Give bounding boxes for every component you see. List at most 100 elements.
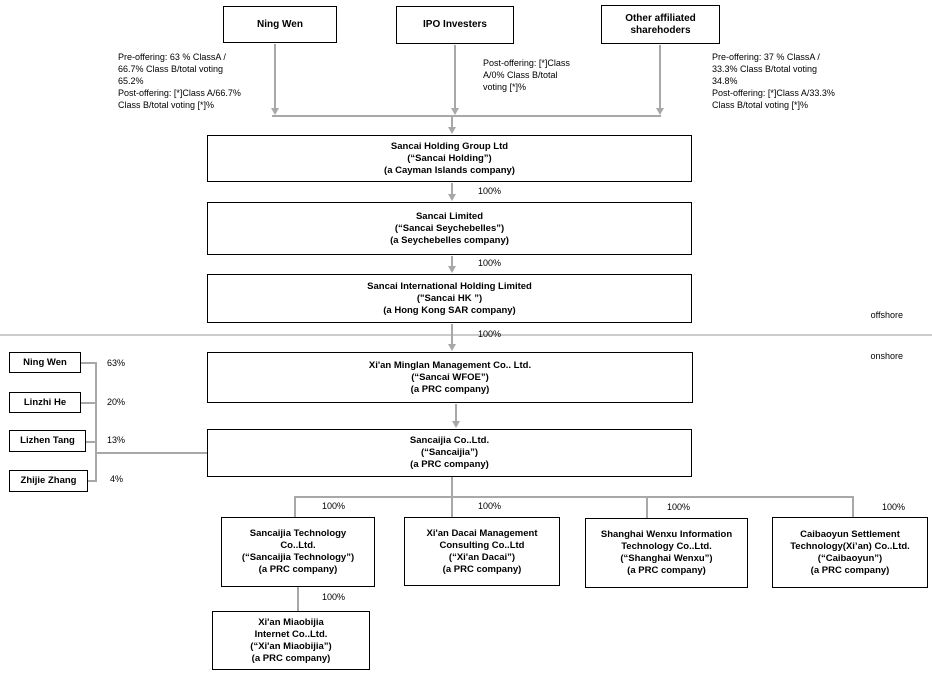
ownership-label: 100% (478, 329, 502, 339)
ownership-label: 100% (478, 501, 502, 511)
shareholder-name: Linzhi He (23, 396, 67, 408)
arrow-down-icon (452, 421, 460, 428)
company-alias: (“Shanghai Wenxu”) (620, 553, 713, 564)
divider-offshore-onshore (0, 334, 932, 336)
arrow-down-icon (448, 127, 456, 134)
ownership-label: 100% (478, 258, 502, 268)
shareholder-name: Lizhen Tang (20, 435, 75, 446)
company-jurisdiction: (a PRC company) (251, 652, 331, 664)
company-alias: (“Sancai Holding”) (407, 152, 492, 164)
label-onshore: onshore (870, 351, 903, 361)
company-jurisdiction: (a PRC company) (258, 564, 338, 575)
connector-linzhi-he-stub (81, 402, 96, 404)
connector-drop-wenxu (646, 496, 648, 518)
box-label: IPO Investers (423, 19, 487, 30)
connector-subsidiaries-bus (294, 496, 854, 498)
company-name: Technology(Xi’an) Co..Ltd. (790, 540, 910, 552)
company-name: Xi'an Miaobijia (258, 616, 324, 628)
connector-ipo-down (454, 45, 456, 109)
company-alias: (“Caibaoyun”) (817, 552, 883, 564)
company-name: Technology Co..Ltd. (621, 541, 712, 552)
box-ipo-investors: IPO Investers (396, 6, 514, 44)
note-line: 33.3% Class B/total voting (712, 64, 818, 74)
box-sancai-holding: Sancai Holding Group Ltd (“Sancai Holdin… (207, 135, 692, 182)
connector-shareholders-bus (95, 362, 97, 482)
company-alias: (“Sancai Seychebelles”) (394, 222, 505, 234)
connector-other-down (659, 45, 661, 109)
arrow-down-icon (448, 344, 456, 351)
connector-into-holding (451, 117, 453, 128)
box-sancai-hk: Sancai International Holding Limited ("S… (207, 274, 692, 323)
note-line: voting [*]% (483, 82, 527, 92)
connector-ning-wen-down (274, 44, 276, 109)
box-sancaijia-technology: Sancaijia Technology Co..Ltd. (“Sancaiji… (221, 517, 375, 587)
box-sancai-wfoe: Xi'an Minglan Management Co.. Ltd. (“San… (207, 352, 693, 403)
ownership-label: 100% (322, 592, 346, 602)
box-shareholder-zhijie-zhang: Zhijie Zhang (9, 470, 88, 492)
connector-drop-technology (294, 496, 296, 517)
box-label-line: Other affiliated (625, 12, 696, 24)
connector-drop-caibaoyun (852, 496, 854, 517)
connector-hk-to-wfoe (451, 324, 453, 344)
connector-wfoe-to-sancaijia (455, 404, 457, 421)
note-line: A/0% Class B/total (483, 70, 558, 80)
note-ipo-ownership: Post-offering: [*]Class A/0% Class B/tot… (483, 57, 570, 93)
box-shareholder-ning-wen: Ning Wen (9, 352, 81, 373)
ownership-label: 4% (110, 474, 124, 484)
box-shareholder-lizhen-tang: Lizhen Tang (9, 430, 86, 452)
note-line: Post-offering: [*]Class A/66.7% (118, 88, 241, 98)
box-label: Ning Wen (257, 18, 303, 30)
company-name: Xi'an Dacai Management (426, 527, 538, 539)
connector-holding-to-limited (451, 183, 453, 194)
shareholder-name: Ning Wen (23, 356, 67, 368)
connector-zhijie-zhang-stub (88, 480, 96, 482)
label-offshore: offshore (870, 310, 903, 320)
company-jurisdiction: (a PRC company) (810, 564, 890, 576)
company-alias: (“Xi'an Miaobijia”) (250, 640, 332, 652)
connector-top-collector (272, 115, 661, 117)
company-alias: (“Sancai WFOE”) (411, 371, 489, 383)
ownership-label: 100% (478, 186, 502, 196)
ownership-label: 63% (107, 358, 126, 368)
connector-limited-to-hk (451, 256, 453, 266)
company-alias: (“Sancaijia Technology”) (241, 552, 355, 563)
box-label-line: sharehoders (630, 24, 691, 36)
box-other-affiliated-shareholders: Other affiliated sharehoders (601, 5, 720, 44)
company-jurisdiction: (a PRC company) (410, 383, 490, 395)
note-ning-wen-ownership: Pre-offering: 63 % ClassA / 66.7% Class … (118, 51, 241, 111)
note-line: Post-offering: [*]Class (483, 58, 570, 68)
ownership-label: 100% (322, 501, 346, 511)
connector-shareholders-to-sancaijia (95, 452, 207, 454)
arrow-down-icon (448, 266, 456, 273)
box-caibaoyun: Caibaoyun Settlement Technology(Xi’an) C… (772, 517, 928, 588)
note-line: Class B/total voting [*]% (118, 100, 215, 110)
arrow-down-icon (448, 194, 456, 201)
company-jurisdiction: (a PRC company) (410, 459, 489, 470)
box-xian-dacai: Xi'an Dacai Management Consulting Co..Lt… (404, 517, 560, 586)
note-line: 34.8% (712, 76, 738, 86)
company-name: Sancai Limited (415, 210, 484, 222)
company-jurisdiction: (a PRC company) (442, 563, 522, 575)
ownership-label: 13% (107, 435, 126, 445)
arrow-down-icon (656, 108, 664, 115)
company-name: Consulting Co..Ltd (439, 539, 525, 551)
company-jurisdiction: (a PRC company) (627, 565, 706, 576)
company-name: Co..Ltd. (280, 540, 316, 551)
box-ning-wen-top: Ning Wen (223, 6, 337, 43)
company-name: Sancaijia Co..Ltd. (409, 435, 490, 446)
company-name: Caibaoyun Settlement (800, 528, 900, 540)
connector-lizhen-tang-stub (86, 441, 96, 443)
box-xian-miaobijia: Xi'an Miaobijia Internet Co..Ltd. (“Xi'a… (212, 611, 370, 670)
box-shanghai-wenxu: Shanghai Wenxu Information Technology Co… (585, 518, 748, 588)
company-alias: ("Sancai HK ”) (416, 292, 483, 304)
company-jurisdiction: (a Hong Kong SAR company) (383, 304, 516, 316)
company-name: Sancai Holding Group Ltd (390, 140, 509, 152)
connector-drop-dacai (451, 496, 453, 517)
company-name: Shanghai Wenxu Information (600, 529, 733, 540)
company-name: Internet Co..Ltd. (254, 628, 328, 640)
company-name: Sancai International Holding Limited (367, 280, 532, 292)
company-name: Xi'an Minglan Management Co.. Ltd. (368, 359, 532, 371)
note-line: Post-offering: [*]Class A/33.3% (712, 88, 835, 98)
ownership-label: 20% (107, 397, 126, 407)
note-line: Class B/total voting [*]% (712, 100, 809, 110)
